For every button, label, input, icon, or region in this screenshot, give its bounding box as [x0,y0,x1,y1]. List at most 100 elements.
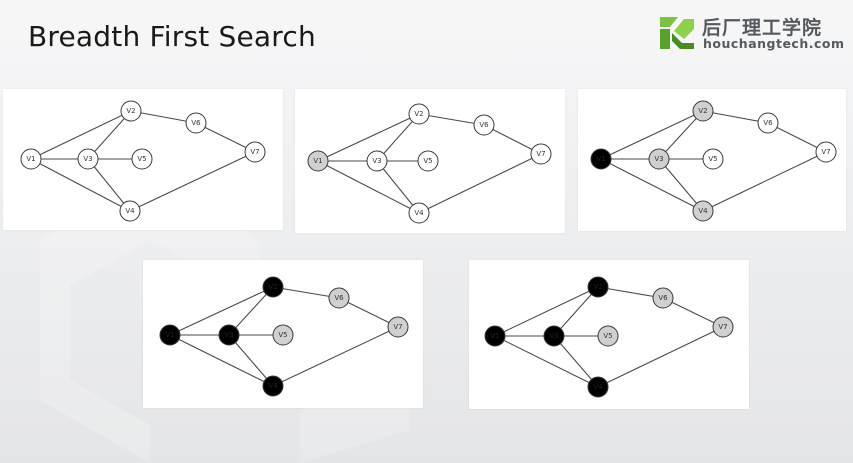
node-label: V1 [26,155,35,163]
node-label: V6 [191,119,201,127]
node-v7: V7 [530,143,552,165]
node-v4: V4 [408,202,430,224]
edge-v3-v4 [658,158,704,212]
node-circle [262,375,284,397]
edge-v1-v4 [169,334,274,387]
node-circle [20,148,42,170]
edge-v3-v4 [553,335,599,388]
node-circle [543,325,565,347]
logo-chinese-text: 后厂理工学院 [702,17,823,39]
node-circle [757,112,779,134]
node-circle [597,325,619,347]
company-logo: 后厂理工学院 houchangtech.com [654,11,844,55]
node-label: V5 [603,332,612,340]
node-circle [590,148,612,170]
node-circle [120,100,142,122]
node-circle [648,148,670,170]
node-circle [484,325,506,347]
node-label: V6 [763,119,773,127]
node-circle [119,200,141,222]
node-label: V2 [268,283,277,291]
node-v6: V6 [328,287,350,309]
edge-v2-v6 [272,286,340,299]
logo-english-text: houchangtech.com [703,36,845,51]
edge-v1-v2 [169,286,274,336]
edge-v6-v7 [662,297,724,328]
node-v2: V2 [587,276,609,298]
node-v5: V5 [597,325,619,347]
node-v1: V1 [159,324,181,346]
node-v4: V4 [692,200,714,222]
node-v1: V1 [484,325,506,347]
node-circle [366,150,388,172]
node-circle [272,324,294,346]
node-label: V4 [698,207,708,215]
node-circle [530,143,552,165]
edge-v2-v6 [597,286,664,299]
edge-v3-v4 [376,160,420,214]
node-circle [702,148,724,170]
node-v3: V3 [648,148,670,170]
node-circle [652,287,674,309]
node-circle [417,150,439,172]
node-v4: V4 [587,376,609,398]
node-circle [307,150,329,172]
node-label: V2 [698,107,707,115]
node-label: V4 [414,209,424,217]
node-label: V1 [596,155,605,163]
node-label: V2 [126,107,135,115]
node-circle [692,100,714,122]
node-circle [218,324,240,346]
edge-v3-v4 [87,158,131,212]
edge-v6-v7 [767,122,827,153]
edge-v1-v4 [600,158,704,212]
node-v6: V6 [473,114,495,136]
node-label: V7 [536,150,545,158]
node-circle [815,141,837,163]
node-label: V5 [278,331,287,339]
node-v7: V7 [712,316,734,338]
node-circle [473,114,495,136]
node-label: V4 [268,382,278,390]
node-v3: V3 [543,325,565,347]
edge-v1-v2 [317,113,420,162]
node-label: V1 [490,332,499,340]
edge-v4-v7 [702,151,827,212]
node-v2: V2 [408,103,430,125]
node-v7: V7 [387,316,409,338]
node-label: V6 [479,121,489,129]
node-label: V1 [313,157,322,165]
node-label: V2 [414,110,423,118]
node-label: V3 [654,155,663,163]
node-v3: V3 [366,150,388,172]
node-v2: V2 [120,100,142,122]
edge-v4-v7 [597,326,724,388]
edge-v2-v6 [130,110,197,124]
edge-v3-v4 [228,334,274,387]
node-circle [387,316,409,338]
edge-v2-v3 [228,286,274,336]
edge-v2-v6 [418,113,485,126]
node-v6: V6 [757,112,779,134]
node-circle [185,112,207,134]
edge-v2-v3 [553,286,599,337]
edge-v4-v7 [418,153,542,214]
node-v2: V2 [692,100,714,122]
node-circle [692,200,714,222]
edge-v2-v3 [658,110,704,160]
node-v4: V4 [119,200,141,222]
node-label: V3 [83,155,92,163]
node-circle [587,376,609,398]
logo-mark-icon [660,17,694,49]
node-v6: V6 [185,112,207,134]
node-label: V3 [372,157,381,165]
edge-v1-v4 [317,160,420,214]
edge-v6-v7 [483,124,542,155]
